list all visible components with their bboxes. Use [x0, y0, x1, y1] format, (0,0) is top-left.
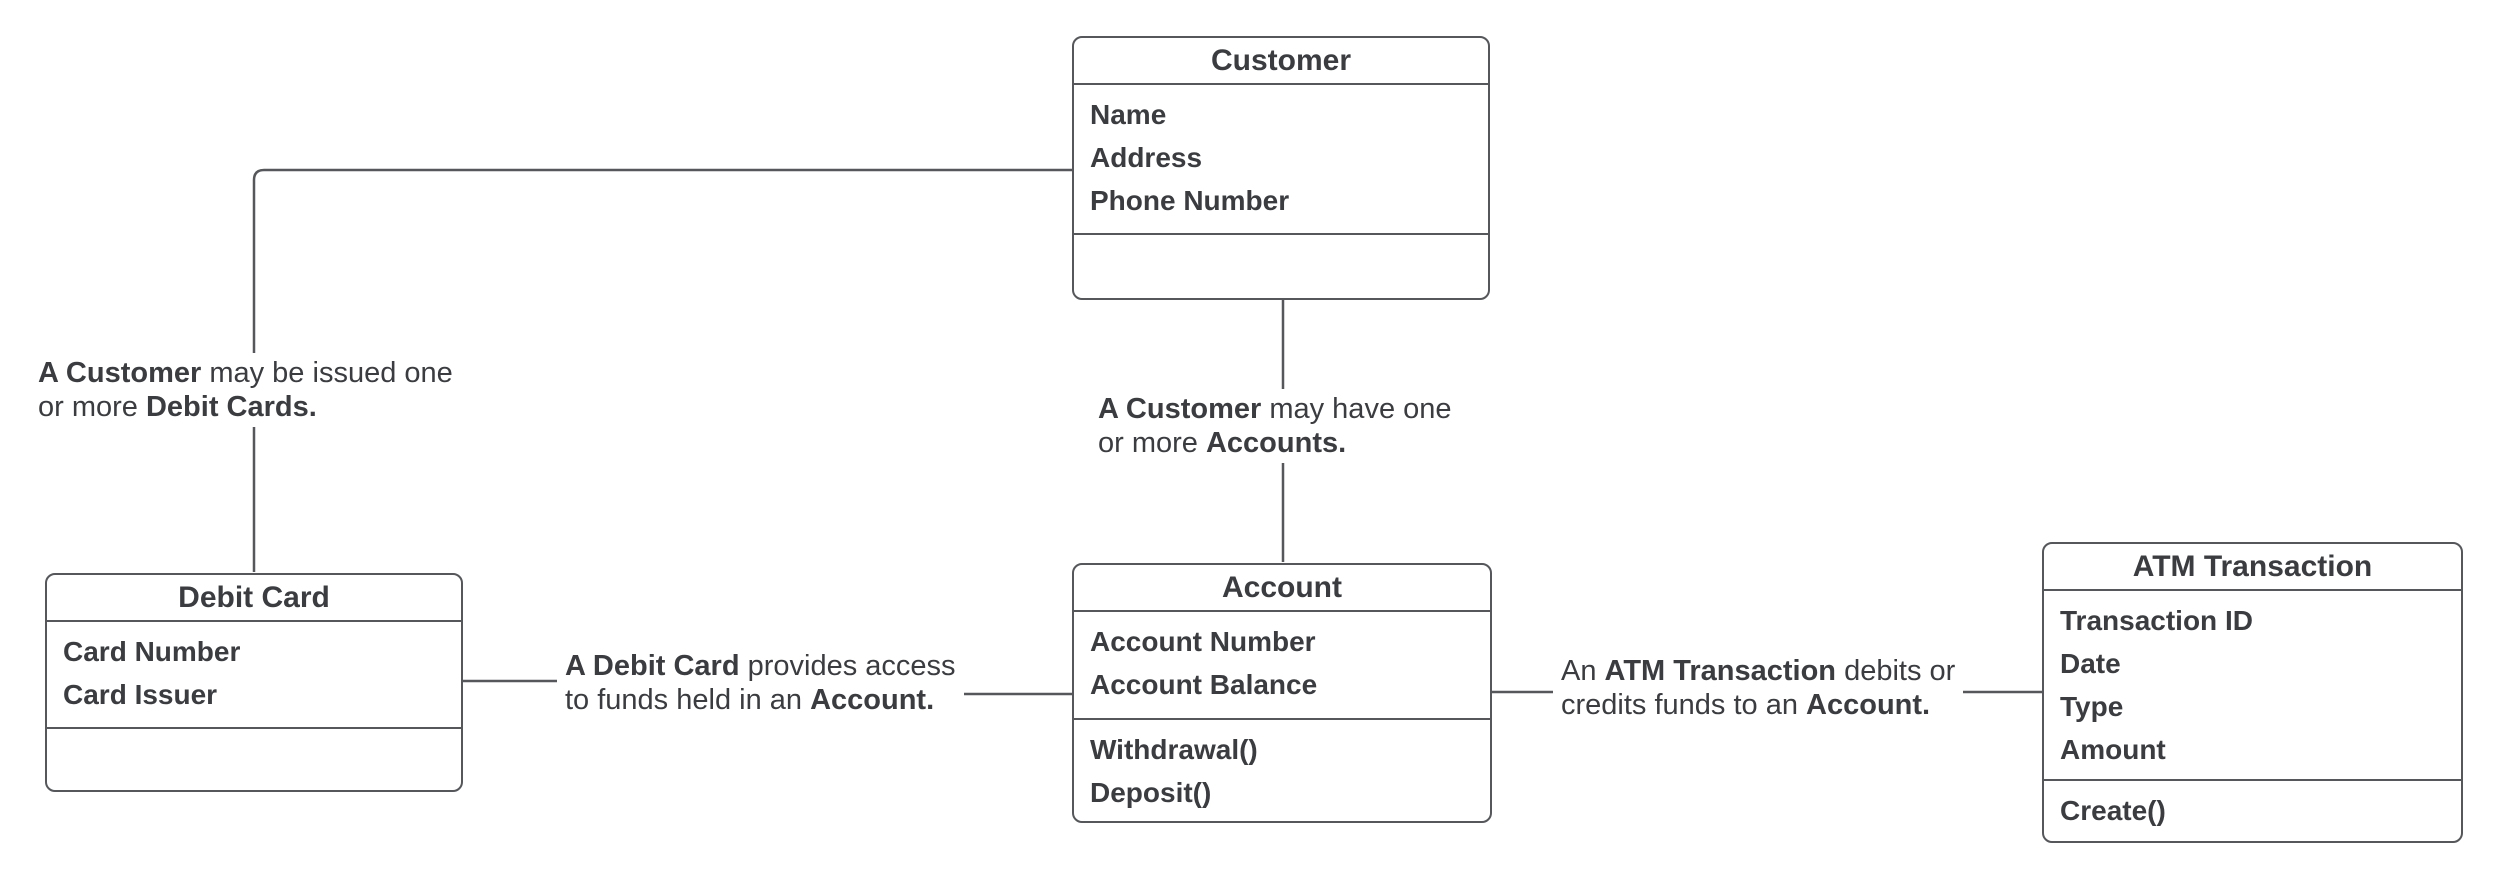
class-title: Customer	[1074, 38, 1488, 85]
label-text-segment: Account.	[1806, 689, 1931, 721]
label-text-segment: may be issued one	[201, 357, 453, 389]
label-text-segment: debits or	[1836, 655, 1956, 687]
label-text-segment: Accounts.	[1205, 427, 1347, 459]
class-member: Withdrawal()	[1090, 734, 1258, 765]
relationship-label-line: or more Debit Cards.	[38, 390, 453, 424]
class-title: ATM Transaction	[2044, 544, 2461, 591]
class-methods	[47, 729, 461, 790]
class-methods: Create()	[2044, 781, 2461, 841]
label-text-segment: Account.	[810, 684, 935, 716]
connector-customer-debitcard	[252, 168, 1072, 572]
relationship-label-line: credits funds to an Account.	[1561, 688, 1955, 722]
relationship-label-line: A Customer may be issued one	[38, 356, 453, 390]
label-text-segment: Debit Cards.	[145, 391, 317, 423]
label-text-segment: A Customer	[38, 357, 202, 389]
class-member: Transaction ID	[2060, 605, 2253, 636]
relationship-label-line: An ATM Transaction debits or	[1561, 654, 1955, 688]
label-text-segment: A Customer	[1098, 393, 1262, 425]
label-text-segment: or more	[38, 391, 146, 423]
class-methods: Withdrawal() Deposit()	[1074, 720, 1490, 821]
relationship-label-line: or more Accounts.	[1098, 426, 1452, 460]
class-member: Account Number	[1090, 626, 1316, 657]
class-member: Create()	[2060, 795, 2166, 826]
label-text-segment: to funds held in an	[565, 684, 811, 716]
label-text-segment: or more	[1098, 427, 1206, 459]
class-methods	[1074, 235, 1488, 298]
relationship-label-line: A Debit Card provides access	[565, 649, 956, 683]
class-member: Account Balance	[1090, 669, 1318, 700]
class-member: Date	[2060, 648, 2121, 679]
class-title: Account	[1074, 565, 1490, 612]
class-member: Phone Number	[1090, 185, 1290, 216]
class-member: Type	[2060, 691, 2124, 722]
class-member: Card Number	[63, 636, 241, 667]
relationship-label-line: A Customer may have one	[1098, 392, 1452, 426]
class-member: Address	[1090, 142, 1203, 173]
label-text-segment: ATM Transaction	[1604, 655, 1837, 687]
class-title: Debit Card	[47, 575, 461, 622]
class-member: Amount	[2060, 734, 2166, 765]
label-text-segment: provides access	[739, 650, 956, 682]
label-text-segment: may have one	[1261, 393, 1452, 425]
label-text-segment: An	[1561, 655, 1605, 687]
class-member: Card Issuer	[63, 679, 218, 710]
class-member: Deposit()	[1090, 777, 1212, 808]
relationship-label-line: to funds held in an Account.	[565, 683, 956, 717]
label-text-segment: credits funds to an	[1561, 689, 1807, 721]
class-member: Name	[1090, 99, 1167, 130]
label-text-segment: A Debit Card	[565, 650, 740, 682]
